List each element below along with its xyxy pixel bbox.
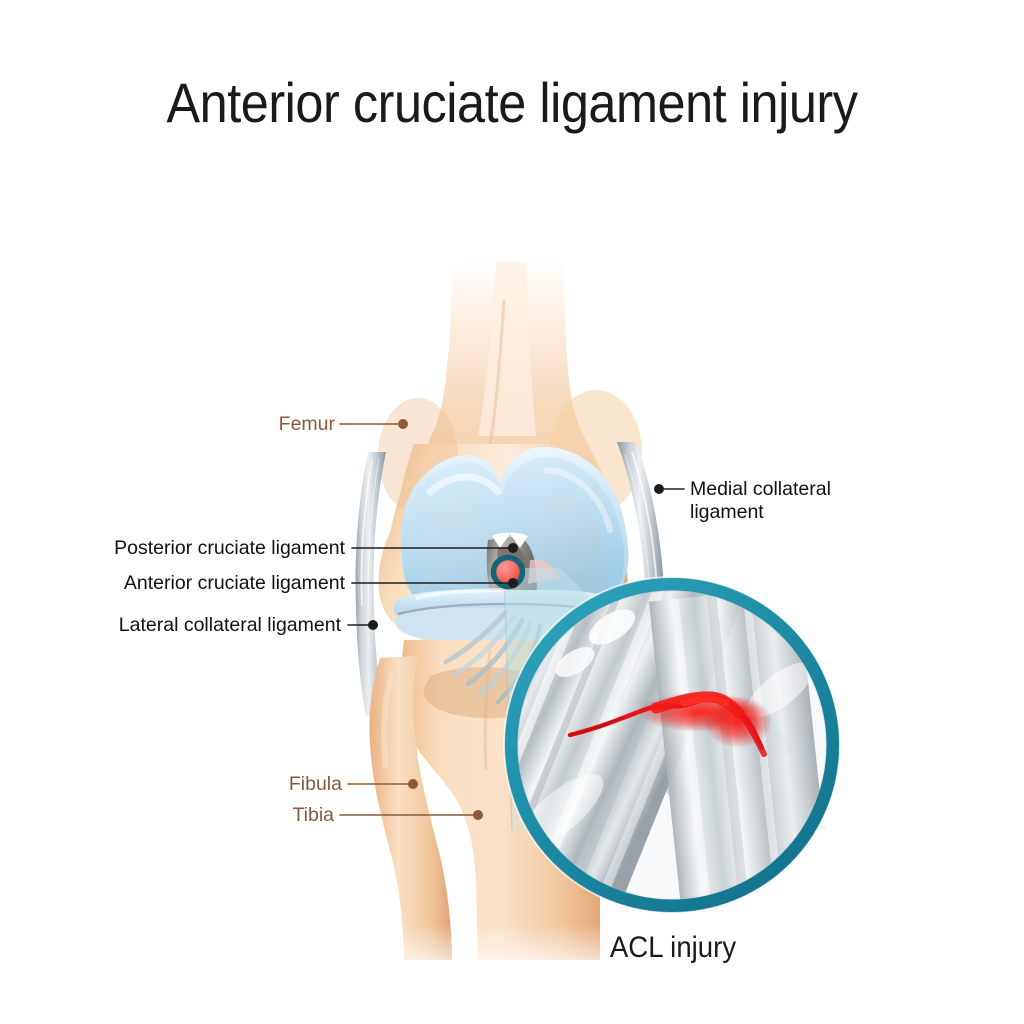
- femur-bone: [378, 258, 642, 648]
- label-anterior-cruciate-ligament: Anterior cruciate ligament: [123, 572, 345, 594]
- acl-marker-ring: [490, 554, 526, 590]
- femoral-cartilage: [400, 446, 629, 600]
- label-tibia: Tibia: [292, 804, 334, 826]
- lateral-collateral-ligament: [355, 452, 386, 716]
- label-medial-collateral-ligament-line2: ligament: [690, 501, 764, 523]
- inset-caption: ACL injury: [609, 931, 737, 964]
- magnifier-wedge: [504, 568, 828, 830]
- medial-collateral-ligament: [617, 442, 665, 704]
- label-posterior-cruciate-ligament: Posterior cruciate ligament: [114, 537, 345, 559]
- acl-injury-magnifier-inset: [503, 576, 841, 914]
- anterior-cruciate-ligament-fibers: [443, 609, 542, 704]
- tibia-and-fibula: [330, 640, 700, 960]
- label-lateral-collateral-ligament: Lateral collateral ligament: [118, 614, 341, 636]
- label-femur: Femur: [278, 413, 335, 435]
- label-medial-collateral-ligament-line1: Medial collateral: [690, 478, 831, 500]
- label-fibula: Fibula: [288, 773, 342, 795]
- leader-lines: [339, 419, 685, 820]
- cruciate-ligament-stumps: [486, 532, 560, 624]
- page-title: Anterior cruciate ligament injury: [166, 71, 858, 134]
- tibial-plateau-cartilage: [393, 588, 619, 644]
